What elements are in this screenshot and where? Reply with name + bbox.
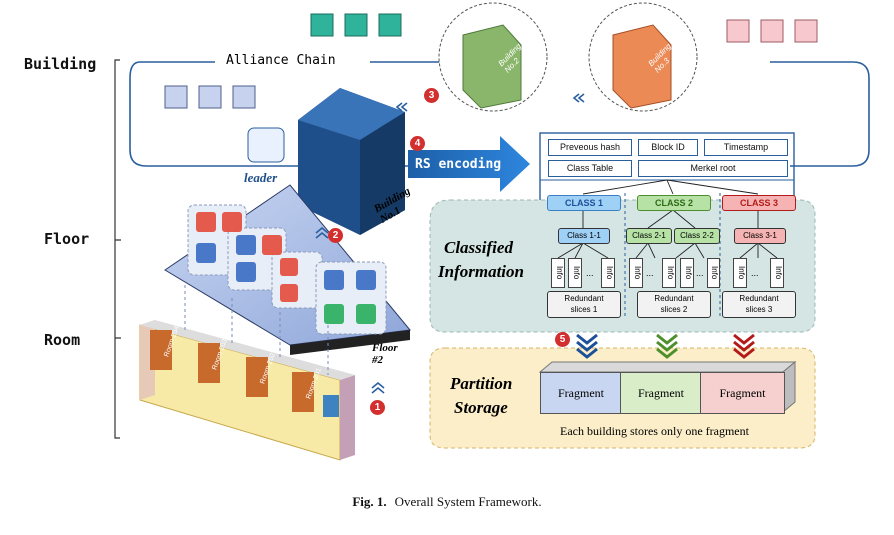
slice-2a: Info (629, 258, 643, 288)
fragment-3: Fragment (700, 372, 785, 414)
redundant-1-line1: Redundant (564, 294, 604, 303)
class-3-node: CLASS 3 (722, 195, 796, 211)
step-5-marker: 5 (555, 332, 570, 347)
class-2-1-node: Class 2-1 (626, 228, 672, 244)
slice-1a: Info (551, 258, 565, 288)
blue-cubes (164, 85, 256, 109)
rs-encoding-arrow (408, 136, 530, 192)
class-3-1-node: Class 3-1 (734, 228, 786, 244)
fragment-1: Fragment (540, 372, 622, 414)
redundant-3-line1: Redundant (739, 294, 779, 303)
class-1-node: CLASS 1 (547, 195, 621, 211)
alliance-chain-label: Alliance Chain (222, 53, 340, 68)
step-3-marker: 3 (424, 88, 439, 103)
field-merkel-root: Merkel root (638, 160, 788, 177)
slice-dots-3: ... (751, 268, 759, 278)
field-class-table: Class Table (548, 160, 632, 177)
step-2-marker: 2 (328, 228, 343, 243)
level-axis (114, 59, 121, 439)
level-floor-label: Floor (44, 230, 90, 248)
floor-2-label: Floor #2 (372, 342, 398, 366)
slice-1b: Info (568, 258, 582, 288)
field-prev-hash: Preveous hash (548, 139, 632, 156)
device-tiles (187, 204, 387, 335)
small-chevrons (315, 93, 585, 394)
pink-cubes (726, 19, 818, 43)
partition-title-2: Storage (454, 398, 508, 417)
slice-2b: Info (662, 258, 676, 288)
redundant-slices-3: Redundant slices 3 (722, 291, 796, 318)
alliance-chain-ring (129, 61, 870, 167)
partition-title-1: Partition (450, 374, 513, 393)
class-1-1-node: Class 1-1 (558, 228, 610, 244)
slice-2d: Info (707, 258, 720, 288)
field-block-id: Block ID (638, 139, 698, 156)
rooms-block (139, 285, 355, 461)
teal-cubes (310, 13, 402, 37)
redundant-slices-1: Redundant slices 1 (547, 291, 621, 318)
slice-2c: Info (680, 258, 694, 288)
class-2-node: CLASS 2 (637, 195, 711, 211)
caption-text: Overall System Framework. (394, 494, 542, 509)
slice-dots-2b: ... (696, 268, 704, 278)
redundant-3-line2: slices 3 (745, 305, 773, 314)
leader-label: leader (244, 170, 278, 185)
caption-label: Fig. 1. (352, 494, 387, 509)
field-timestamp: Timestamp (704, 139, 788, 156)
down-chevrons (576, 333, 755, 359)
slice-dots-2a: ... (646, 268, 654, 278)
leader-icon (247, 127, 285, 163)
classified-title-2: Information (438, 262, 524, 281)
slice-3a: Info (733, 258, 747, 288)
level-room-label: Room (44, 331, 81, 349)
figure-caption: Fig. 1. Overall System Framework. (0, 494, 894, 510)
slice-3b: Info (770, 258, 784, 288)
redundant-2-line2: slices 2 (660, 305, 688, 314)
redundant-slices-2: Redundant slices 2 (637, 291, 711, 318)
rs-encoding-label: RS encoding (415, 157, 502, 172)
storage-note: Each building stores only one fragment (560, 424, 749, 438)
redundant-1-line2: slices 1 (570, 305, 598, 314)
class-tree-lines (557, 179, 778, 259)
redundant-2-line1: Redundant (654, 294, 694, 303)
slice-1c: Info (601, 258, 615, 288)
fragment-2: Fragment (620, 372, 702, 414)
level-building-label: Building (24, 55, 97, 73)
step-4-marker: 4 (410, 136, 425, 151)
class-2-2-node: Class 2-2 (674, 228, 720, 244)
step-1-marker: 1 (370, 400, 385, 415)
classified-title-1: Classified (444, 238, 513, 257)
slice-dots-1: ... (586, 268, 594, 278)
building-1 (298, 88, 405, 235)
